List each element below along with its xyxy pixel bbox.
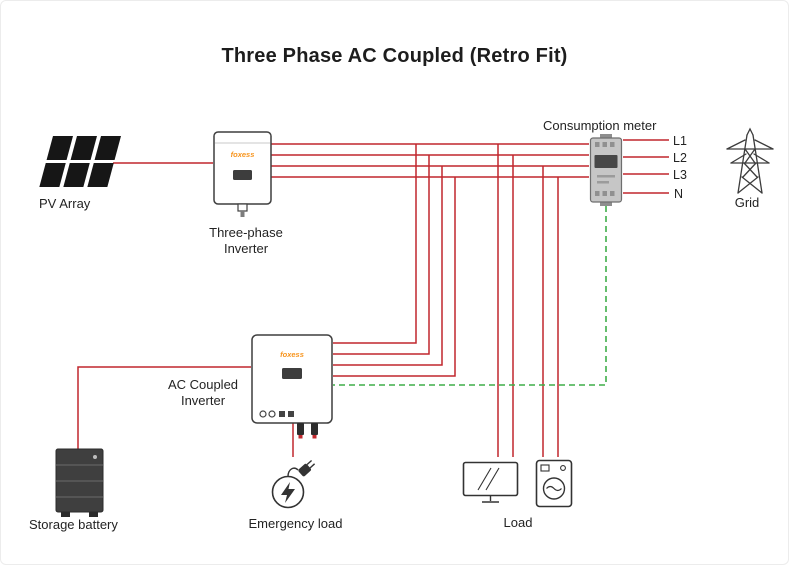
pv-array-icon (39, 136, 121, 187)
lightning-bolt-icon (281, 482, 295, 503)
emergency-load-label: Emergency load (248, 516, 343, 531)
ac-inverter-display (282, 368, 302, 379)
consumption-meter (589, 134, 623, 212)
ac-inverter-plug (311, 423, 318, 435)
meter-display (594, 155, 618, 168)
ac-inverter-riser-1 (333, 144, 417, 344)
storage-battery-icon (55, 448, 104, 517)
ac-coupled-inverter-icon: foxess (251, 334, 333, 439)
inverter-brand-logo: foxess (231, 150, 255, 159)
load-label: Load (503, 515, 533, 530)
inverter-display (233, 170, 252, 180)
emergency-load-icon (271, 459, 316, 509)
phase-label-l3: L3 (673, 168, 687, 182)
tv-icon (462, 461, 519, 503)
three-phase-inverter: foxess (213, 131, 273, 224)
ac-inverter-riser-2 (333, 155, 430, 355)
ac-inverter-plug (297, 423, 304, 435)
phase-label-n: N (674, 187, 684, 201)
three-phase-inverter-label: Three-phase Inverter (209, 225, 283, 256)
battery-indicator-led (93, 455, 97, 459)
three-phase-inverter-icon: foxess (213, 131, 272, 217)
ac-coupled-inverter-label: AC Coupled Inverter (167, 377, 239, 408)
storage-battery (55, 448, 105, 523)
plug-icon (298, 459, 316, 477)
consumption-meter-icon (589, 134, 623, 206)
consumption-meter-label: Consumption meter (543, 118, 657, 133)
washing-machine-icon (535, 459, 573, 508)
meter-comm-wire (333, 206, 607, 386)
grid-label: Grid (734, 195, 760, 210)
load-tv (462, 461, 520, 511)
pv-array-label: PV Array (39, 196, 91, 211)
ac-inverter-riser-4 (333, 177, 456, 377)
emergency-load (261, 456, 327, 519)
inverter-bottom-port (237, 203, 248, 212)
storage-battery-label: Storage battery (29, 517, 118, 532)
ac-inverter-brand-logo: foxess (280, 350, 304, 359)
phase-label-l1: L1 (673, 134, 687, 148)
ac-inverter-riser-3 (333, 166, 443, 366)
diagram-title: Three Phase AC Coupled (Retro Fit) (221, 45, 568, 67)
pv-array (39, 136, 131, 195)
battery-wire (77, 366, 251, 449)
load-washer (535, 459, 575, 516)
grid (721, 125, 779, 200)
phase-label-l2: L2 (673, 151, 687, 165)
ac-coupled-inverter: foxess (251, 334, 335, 445)
grid-tower-icon (726, 127, 774, 194)
